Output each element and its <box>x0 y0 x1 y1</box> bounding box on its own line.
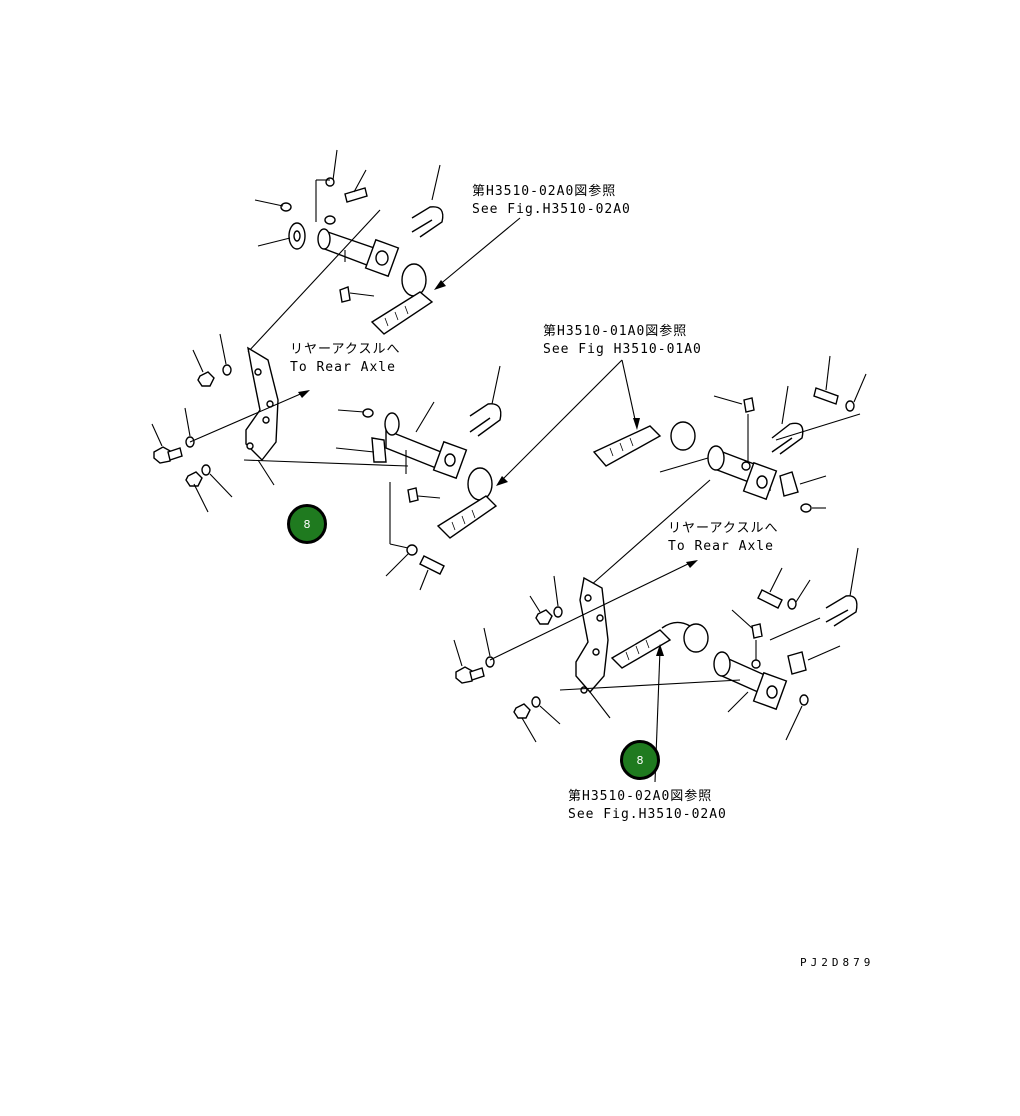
top-ref-english: See Fig.H3510-02A0 <box>472 202 631 217</box>
drawing-code: PJ2D879 <box>800 956 875 969</box>
rear-axle-1-english: To Rear Axle <box>290 360 396 375</box>
upper-left-assembly <box>247 149 521 353</box>
top-figure-reference: 第H3510-02A0図参照 See Fig.H3510-02A0 <box>472 183 631 219</box>
rear-axle-1-japanese: リヤーアクスルへ <box>290 342 401 357</box>
right-upper-assembly <box>589 355 867 587</box>
bottom-figure-reference: 第H3510-02A0図参照 See Fig.H3510-02A0 <box>568 788 727 824</box>
rear-axle-2-japanese: リヤーアクスルへ <box>668 521 779 536</box>
callout-badge-left[interactable]: 8 <box>287 504 327 544</box>
mid-ref-japanese: 第H3510-01A0図参照 <box>543 324 688 339</box>
rear-axle-label-1: リヤーアクスルへ To Rear Axle <box>290 341 400 377</box>
mid-figure-reference: 第H3510-01A0図参照 See Fig H3510-01A0 <box>543 323 702 359</box>
center-left-tube-assembly <box>335 359 623 591</box>
bottom-ref-english: See Fig.H3510-02A0 <box>568 807 727 822</box>
top-ref-japanese: 第H3510-02A0図参照 <box>472 184 617 199</box>
bottom-ref-japanese: 第H3510-02A0図参照 <box>568 789 713 804</box>
rear-axle-2-english: To Rear Axle <box>668 539 774 554</box>
callout-badge-right[interactable]: 8 <box>620 740 660 780</box>
rear-axle-label-2: リヤーアクスルへ To Rear Axle <box>668 520 778 556</box>
right-lower-assembly <box>453 547 859 783</box>
mid-ref-english: See Fig H3510-01A0 <box>543 342 702 357</box>
left-bracket-assembly <box>151 333 409 513</box>
